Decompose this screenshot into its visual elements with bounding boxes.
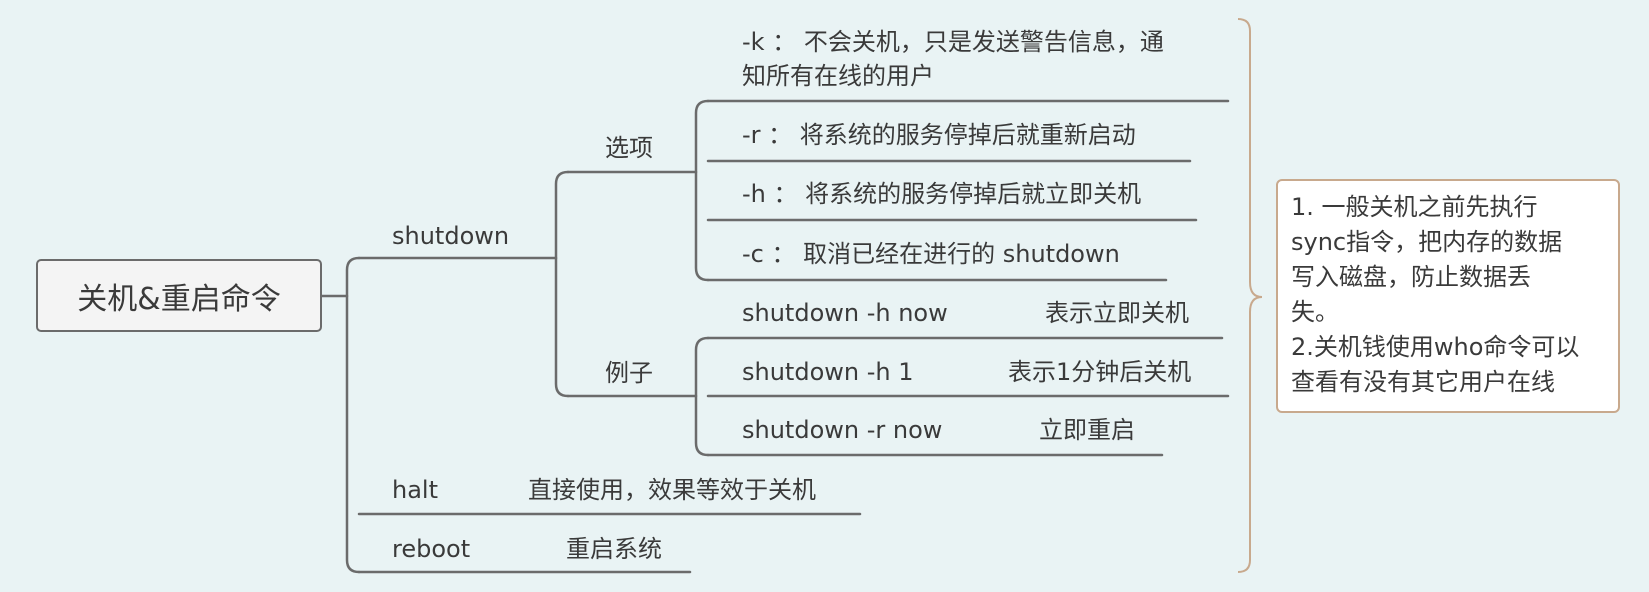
topic-options[interactable]: 选项 bbox=[605, 134, 653, 162]
summary-note[interactable]: 1. 一般关机之前先执行 sync指令，把内存的数据 写入磁盘，防止数据丢 失。… bbox=[1276, 179, 1620, 413]
topic-examples[interactable]: 例子 bbox=[605, 359, 653, 387]
option-h: -h ： 将系统的服务停掉后就立即关机 bbox=[742, 180, 1142, 208]
option-r: -r ： 将系统的服务停掉后就重新启动 bbox=[742, 121, 1136, 149]
reboot-description: 重启系统 bbox=[566, 535, 662, 563]
example-2-description: 表示1分钟后关机 bbox=[1008, 358, 1192, 386]
halt-description: 直接使用，效果等效于关机 bbox=[528, 476, 816, 504]
option-c: -c ： 取消已经在进行的 shutdown bbox=[742, 240, 1120, 268]
example-3-command: shutdown -r now bbox=[742, 416, 943, 444]
connector-options-children bbox=[694, 99, 710, 282]
root-topic[interactable]: 关机&重启命令 bbox=[36, 259, 322, 332]
note-line-3: 写入磁盘，防止数据丢 bbox=[1291, 263, 1531, 291]
topic-shutdown[interactable]: shutdown bbox=[392, 222, 510, 250]
topic-reboot[interactable]: reboot bbox=[392, 535, 471, 563]
root-topic-label: 关机&重启命令 bbox=[77, 281, 281, 317]
example-1-command: shutdown -h now bbox=[742, 299, 948, 327]
topic-halt[interactable]: halt bbox=[392, 476, 438, 504]
connector-examples-children bbox=[694, 336, 710, 457]
note-line-1: 1. 一般关机之前先执行 bbox=[1291, 193, 1538, 221]
note-line-4: 失。 bbox=[1291, 298, 1339, 326]
note-line-6: 查看有没有其它用户在线 bbox=[1291, 368, 1555, 396]
example-2-command: shutdown -h 1 bbox=[742, 358, 914, 386]
option-k-line1: -k ： 不会关机，只是发送警告信息，通 bbox=[742, 28, 1164, 56]
option-k-line2: 知所有在线的用户 bbox=[742, 62, 934, 90]
note-line-2: sync指令，把内存的数据 bbox=[1291, 228, 1563, 256]
example-1-description: 表示立即关机 bbox=[1045, 299, 1189, 327]
connector-trunk bbox=[345, 256, 361, 574]
note-line-5: 2.关机钱使用who命令可以 bbox=[1291, 333, 1580, 361]
summary-brace bbox=[1237, 18, 1263, 573]
example-3-description: 立即重启 bbox=[1039, 416, 1135, 444]
connector-shutdown-children bbox=[554, 170, 570, 398]
